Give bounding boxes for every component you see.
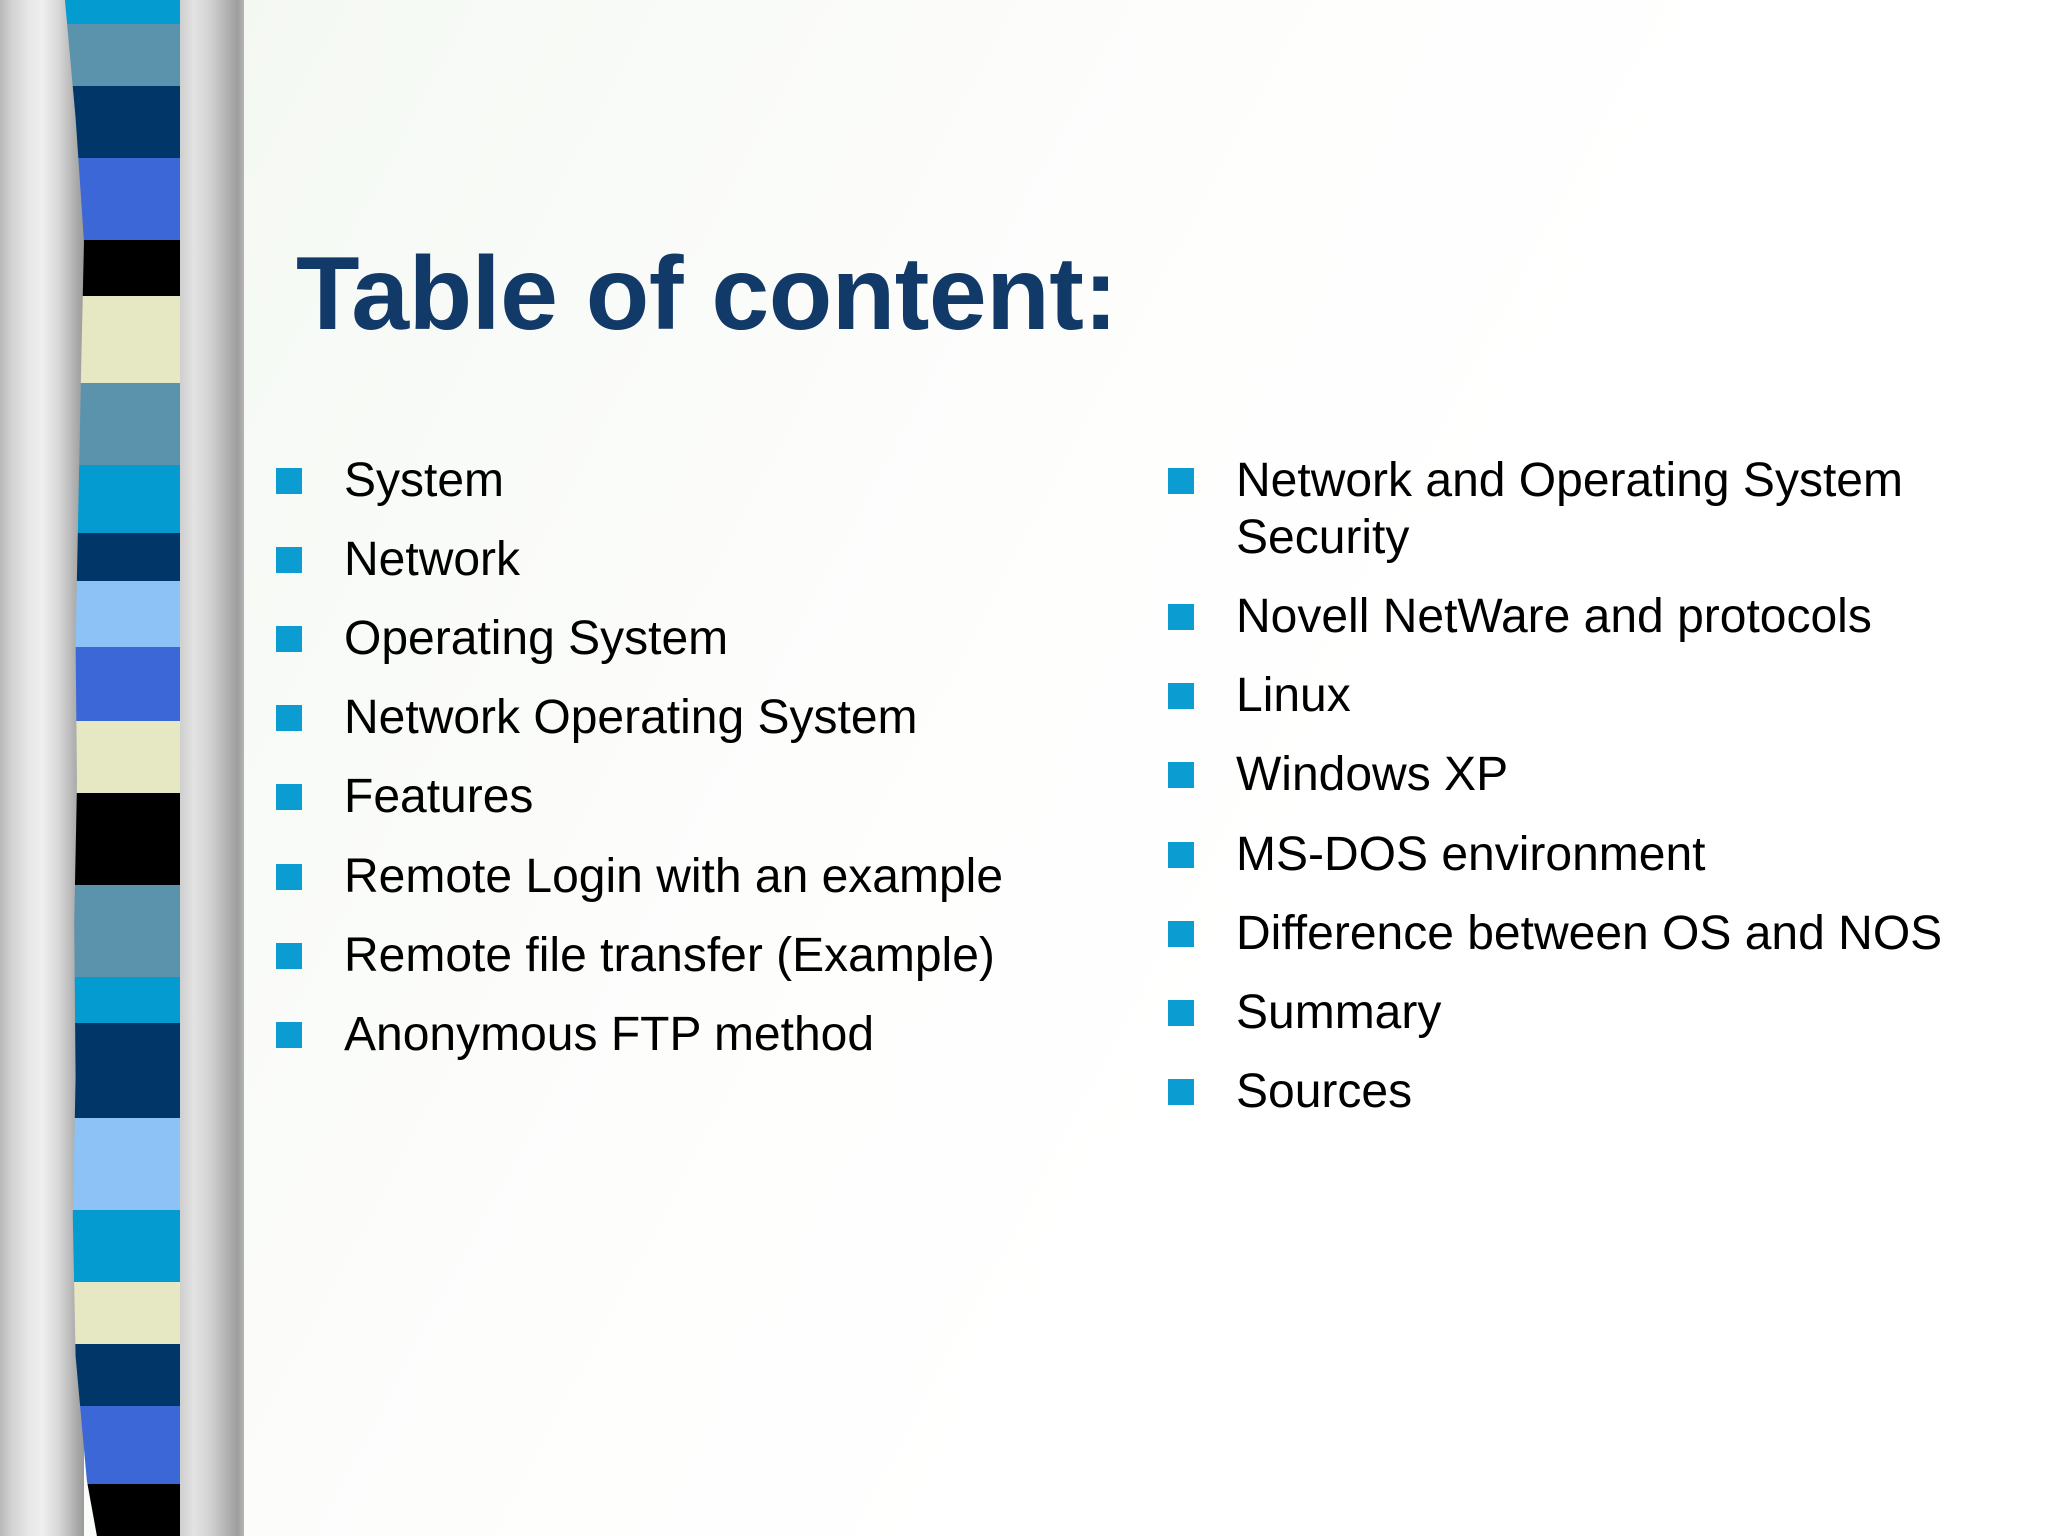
bullet-item[interactable]: Remote file transfer (Example)	[276, 927, 1106, 984]
bullet-item[interactable]: Features	[276, 768, 1106, 825]
ribbon-band	[64, 1118, 196, 1211]
bullet-item[interactable]: Novell NetWare and protocols	[1168, 588, 1998, 645]
bullet-item-label: Sources	[1236, 1064, 1413, 1118]
color-band-ribbon	[64, 0, 196, 1536]
ribbon-band	[64, 1022, 196, 1119]
bullet-item[interactable]: System	[276, 452, 1106, 509]
square-bullet-icon	[276, 705, 302, 732]
ribbon-band	[64, 465, 196, 534]
bullet-item[interactable]: Operating System	[276, 610, 1106, 667]
bullet-item-label: Network	[344, 533, 521, 587]
ribbon-band	[64, 1282, 196, 1345]
bullet-item-label: MS-DOS environment	[1236, 827, 1706, 881]
square-bullet-icon	[1168, 999, 1194, 1026]
bullet-item-label: Difference between OS and NOS	[1236, 906, 1943, 960]
ribbon-band	[64, 647, 196, 721]
square-bullet-icon	[276, 547, 302, 574]
ribbon-band	[64, 157, 196, 240]
ribbon-band	[64, 581, 196, 648]
grey-column-outer	[0, 0, 84, 1536]
bullet-item[interactable]: Linux	[1168, 667, 1998, 724]
slide-title: Table of content:	[296, 235, 1118, 352]
ribbon-band	[64, 239, 196, 296]
bullet-item[interactable]: Difference between OS and NOS	[1168, 905, 1998, 962]
ribbon-band	[64, 976, 196, 1023]
square-bullet-icon	[1168, 920, 1194, 947]
bullet-item[interactable]: Sources	[1168, 1063, 1998, 1120]
ribbon-band	[64, 1344, 196, 1407]
ribbon-band	[64, 884, 196, 977]
square-bullet-icon	[1168, 683, 1194, 710]
grey-column-inner	[180, 0, 244, 1536]
bullet-item[interactable]: MS-DOS environment	[1168, 826, 1998, 883]
ribbon-band	[64, 792, 196, 885]
square-bullet-icon	[1168, 468, 1194, 494]
bullet-item-label: Remote file transfer (Example)	[344, 928, 995, 982]
square-bullet-icon	[1168, 604, 1194, 631]
ribbon-band	[64, 533, 196, 582]
ribbon-band	[64, 23, 196, 86]
bullet-item-label: System	[344, 454, 505, 507]
slide-left-ornament	[0, 0, 244, 1536]
square-bullet-icon	[1168, 762, 1194, 789]
square-bullet-icon	[276, 942, 302, 969]
ribbon-band	[64, 295, 196, 384]
ribbon-band	[64, 1406, 196, 1484]
bullet-item[interactable]: Network and Operating System Security	[1168, 452, 1998, 566]
ribbon-band	[64, 85, 196, 158]
square-bullet-icon	[1168, 841, 1194, 868]
bullet-item[interactable]: Network	[276, 531, 1106, 588]
bullet-item-label: Windows XP	[1236, 748, 1509, 802]
bullet-item-label: Anonymous FTP method	[344, 1007, 875, 1061]
square-bullet-icon	[276, 468, 302, 494]
bullet-item-label: Remote Login with an example	[344, 849, 1004, 903]
bullet-item-label: Summary	[1236, 985, 1442, 1039]
square-bullet-icon	[276, 784, 302, 811]
bullet-item[interactable]: Remote Login with an example	[276, 848, 1106, 905]
bullet-item-label: Features	[344, 770, 534, 824]
bullet-item[interactable]: Network Operating System	[276, 689, 1106, 746]
ribbon-band	[64, 383, 196, 466]
bullet-item-label: Network Operating System	[344, 691, 918, 745]
ribbon-band	[64, 720, 196, 793]
bullet-item[interactable]: Anonymous FTP method	[276, 1006, 1106, 1063]
square-bullet-icon	[276, 626, 302, 653]
bullet-item[interactable]: Summary	[1168, 984, 1998, 1041]
bullet-item-label: Linux	[1236, 669, 1351, 723]
bullet-item[interactable]: Windows XP	[1168, 746, 1998, 803]
ribbon-band	[64, 0, 196, 24]
bullet-item-label: Novell NetWare and protocols	[1236, 590, 1872, 644]
square-bullet-icon	[276, 1021, 302, 1048]
bullet-item-label: Operating System	[344, 612, 729, 666]
square-bullet-icon	[1168, 1078, 1194, 1105]
bullet-item-label: Network and Operating System Security	[1236, 454, 1903, 565]
ribbon-band	[64, 1210, 196, 1283]
square-bullet-icon	[276, 863, 302, 890]
